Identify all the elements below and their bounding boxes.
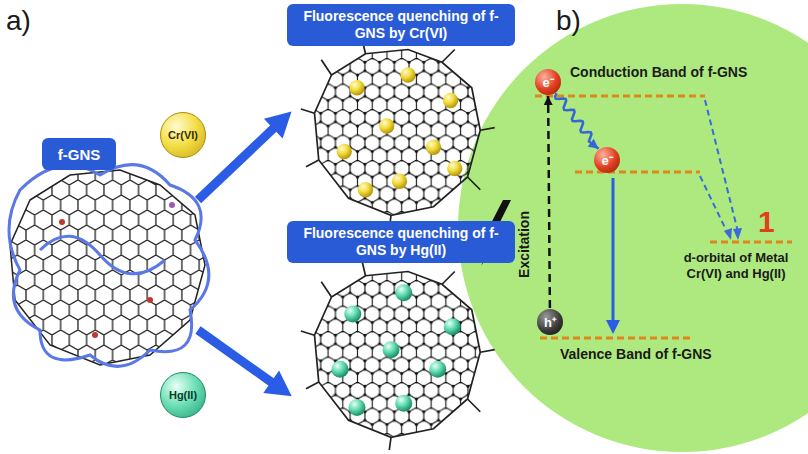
electron: e⁻ — [594, 147, 620, 173]
node-text: Cr(VI) — [168, 129, 198, 141]
electron: e⁻ — [535, 69, 561, 95]
reaction-arrow — [198, 113, 290, 395]
metal-ion: Cr(VI) — [160, 112, 206, 158]
node-text: Fluorescence quenching of f-GNS by Hg(II… — [293, 225, 509, 259]
hole: h⁺ — [537, 309, 563, 335]
node-text: f-GNS — [58, 146, 101, 163]
emission-arrow — [606, 178, 620, 334]
label-box: f-GNS — [42, 138, 116, 170]
title-box: Fluorescence quenching of f-GNS by Cr(VI… — [287, 4, 515, 46]
connector — [548, 96, 550, 308]
panel-letter: b) — [556, 4, 596, 38]
connector — [555, 93, 598, 149]
orbital-label: d-orbital of Metal Cr(VI) and Hg(II) — [672, 250, 800, 282]
node-text: h⁺ — [544, 313, 556, 331]
node-text: Hg(II) — [169, 389, 197, 401]
node-text: e⁻ — [542, 73, 553, 91]
node-text: Fluorescence quenching of f-GNS by Cr(VI… — [293, 8, 509, 42]
spin-mark: 1 — [758, 204, 782, 240]
title-box: Fluorescence quenching of f-GNS by Hg(II… — [287, 221, 515, 263]
transfer-arrow — [700, 100, 738, 234]
metal-ion: Hg(II) — [160, 372, 206, 418]
graphene-sheet — [0, 160, 215, 375]
node-text: e⁻ — [601, 151, 612, 169]
quenched-sheet — [301, 39, 495, 229]
quenched-sheet — [301, 261, 495, 450]
energy-level — [535, 96, 792, 338]
panel-letter: a) — [6, 4, 46, 38]
axis-label: Excitation — [516, 207, 533, 283]
band-label: Conduction Band of f-GNS — [570, 64, 770, 81]
band-label: Valence Band of f-GNS — [560, 346, 760, 363]
